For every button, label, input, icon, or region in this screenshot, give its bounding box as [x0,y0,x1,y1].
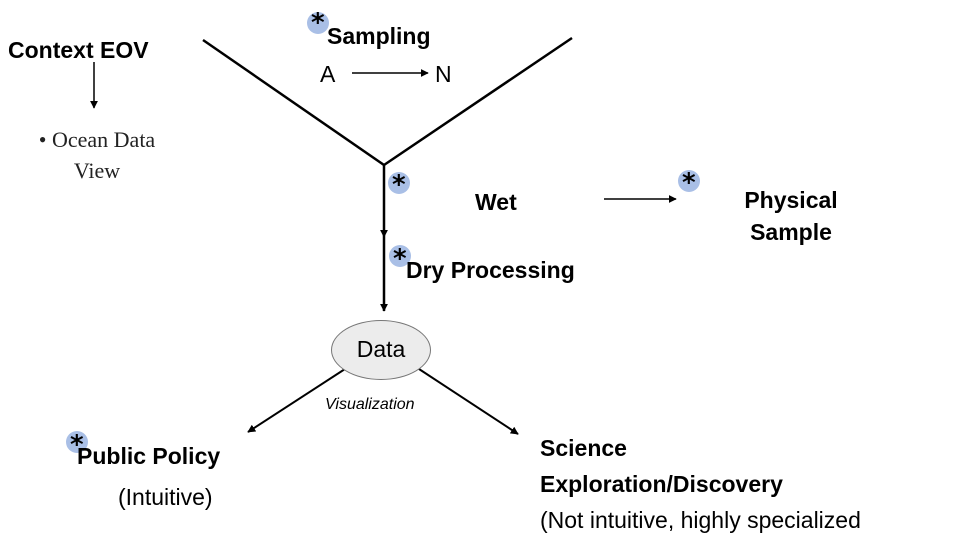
public-policy-label: Public Policy [77,443,221,469]
data-node [331,320,431,380]
funnel-left-line [202,38,385,167]
processing-asterisk-icon: * [392,170,406,200]
dry-processing-badge [389,245,411,267]
data-label: Data [356,336,406,362]
context-eov-label: Context EOV [8,37,149,63]
sampling-badge [307,12,329,34]
physical-sample-label: Physical Sample [736,187,846,246]
public-policy-asterisk-icon: * [70,430,84,460]
dry-processing-label: Dry Processing [406,257,575,283]
ocean-data-view-label: • Ocean Data View [6,127,188,184]
sampling-from-label: A [320,61,336,87]
public-policy-badge [66,431,88,453]
public-policy-note: (Intuitive) [118,484,213,510]
ocean-data-view-line2: View [73,158,121,184]
ocean-data-view-line1: • Ocean Data [38,127,156,152]
wet-label: Wet [475,189,517,215]
visualization-label: Visualization [325,396,415,413]
science-sub-label: Exploration/Discovery [540,471,783,497]
funnel-right-line [383,36,573,167]
arrow-data-to-public-policy [247,368,346,433]
physical-sample-badge [678,170,700,192]
sampling-asterisk-icon: * [311,8,325,38]
science-label: Science [540,435,627,461]
sampling-label: Sampling [327,23,431,49]
physical-sample-asterisk-icon: * [682,168,696,198]
processing-badge [388,172,410,194]
physical-sample-line2: Sample [750,219,832,246]
sampling-to-label: N [435,61,452,87]
science-note: (Not intuitive, highly specialized [540,507,861,533]
arrow-data-to-science [418,368,519,435]
physical-sample-line1: Physical [744,187,838,213]
dry-processing-asterisk-icon: * [393,244,407,274]
